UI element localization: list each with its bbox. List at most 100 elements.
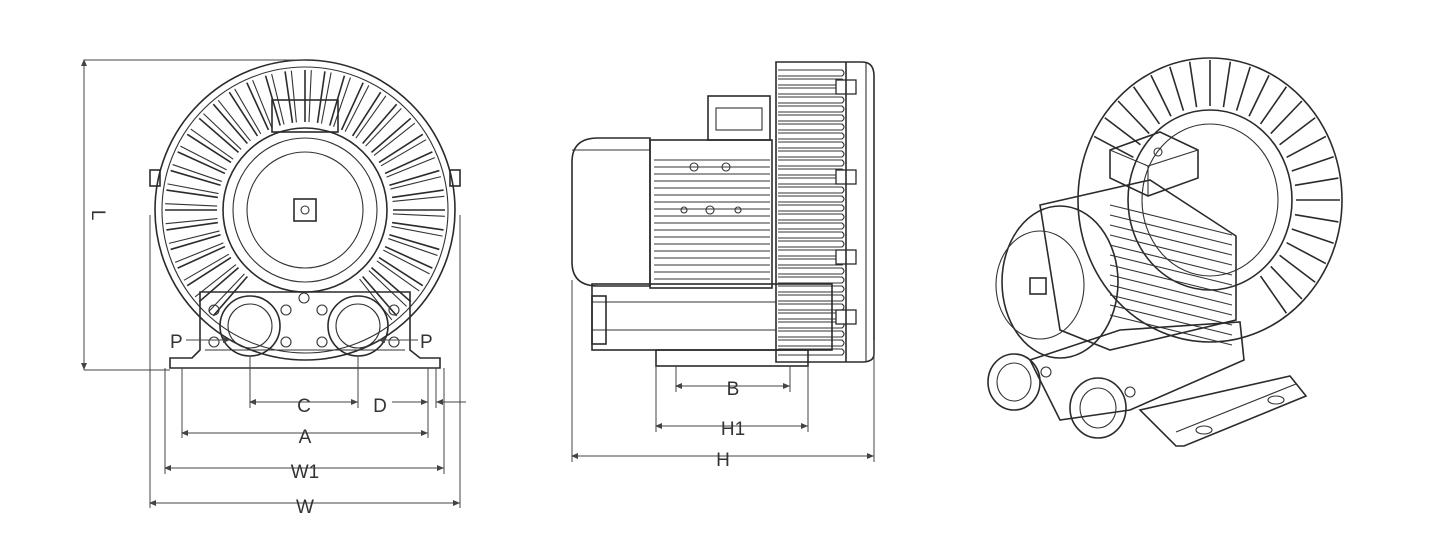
- front-fin-edge: [234, 88, 262, 135]
- side-fin: [778, 177, 845, 185]
- iso-rib: [1109, 304, 1233, 336]
- front-fin-edge: [308, 70, 312, 123]
- side-fin: [778, 159, 845, 167]
- iso-fin: [1150, 74, 1172, 117]
- front-fin-edge: [392, 213, 445, 217]
- side-fin: [778, 186, 845, 194]
- front-fin: [246, 82, 270, 131]
- iso-fin: [1291, 155, 1334, 172]
- side-fin: [778, 231, 845, 239]
- iso-rib: [1109, 274, 1233, 306]
- front-fin: [170, 169, 221, 186]
- label-W: W: [296, 497, 314, 518]
- label-B: B: [727, 379, 740, 400]
- side-fin: [778, 312, 845, 320]
- front-fin: [212, 275, 248, 317]
- label-A: A: [299, 427, 312, 448]
- side-fin: [778, 276, 845, 284]
- front-fin-edge: [172, 164, 222, 182]
- front-fin: [228, 91, 259, 137]
- front-fin: [177, 245, 226, 269]
- front-fin: [212, 103, 248, 145]
- side-fin: [778, 123, 845, 131]
- iso-rib: [1109, 234, 1233, 266]
- front-fin: [378, 133, 424, 164]
- iso-rib: [1109, 204, 1233, 236]
- front-fin-edge: [368, 270, 407, 307]
- iso-fin: [1259, 275, 1288, 314]
- front-fin: [351, 91, 382, 137]
- iso-fin: [1093, 135, 1134, 159]
- side-fin: [778, 348, 845, 356]
- iso-fin: [1270, 100, 1303, 135]
- side-fin: [778, 105, 845, 113]
- side-fin: [778, 204, 845, 212]
- iso-rib: [1109, 244, 1233, 276]
- front-fin-edge: [386, 157, 436, 178]
- front-fin-edge: [388, 238, 438, 256]
- iso-fin: [1117, 100, 1150, 135]
- iso-rib: [1109, 314, 1233, 346]
- front-fin-edge: [165, 203, 218, 207]
- front-fin: [384, 151, 433, 175]
- front-fin-edge: [217, 99, 251, 142]
- side-fin: [778, 168, 845, 176]
- iso-fin: [1222, 61, 1232, 108]
- side-fin: [778, 195, 845, 203]
- front-fin: [284, 71, 294, 124]
- side-fin: [778, 96, 845, 104]
- front-fin-edge: [167, 183, 219, 195]
- iso-fin: [1286, 241, 1327, 265]
- front-fin: [391, 221, 444, 231]
- label-D: D: [373, 396, 387, 417]
- front-fin-edge: [203, 113, 242, 150]
- label-P-right: P: [420, 332, 433, 353]
- front-fin-edge: [183, 253, 230, 281]
- front-fin: [316, 71, 326, 124]
- front-fin: [166, 189, 219, 199]
- front-fin: [198, 117, 240, 153]
- side-fin: [778, 321, 845, 329]
- iso-fin: [1270, 265, 1303, 300]
- iso-rib: [1109, 254, 1233, 286]
- iso-fin: [1291, 228, 1334, 245]
- iso-fin: [1294, 177, 1339, 187]
- front-fin: [170, 234, 221, 251]
- front-fin-edge: [190, 128, 234, 160]
- label-P-left: P: [170, 332, 183, 353]
- motor-ribs: [654, 159, 770, 280]
- iso-fin: [1279, 254, 1316, 283]
- side-fin: [778, 285, 845, 293]
- front-fin: [198, 267, 240, 303]
- side-fin: [778, 303, 845, 311]
- front-fin-edge: [168, 230, 220, 244]
- iso-rib: [1109, 294, 1233, 326]
- front-fin: [186, 256, 232, 287]
- front-fin-edge: [383, 249, 430, 275]
- front-fin: [389, 234, 440, 251]
- iso-fin: [1259, 86, 1288, 125]
- isometric-view: [987, 57, 1343, 447]
- front-view: L P P C D A W1 W: [81, 59, 466, 518]
- front-fin-edge: [165, 218, 218, 225]
- iso-fin: [1248, 74, 1270, 117]
- side-fin: [778, 87, 845, 95]
- front-fin: [378, 256, 424, 287]
- front-fin: [362, 103, 398, 145]
- front-fin: [391, 189, 444, 199]
- iso-fins: [1093, 60, 1340, 314]
- front-fin: [340, 82, 364, 131]
- iso-fin: [1235, 66, 1251, 111]
- side-fin: [778, 222, 845, 230]
- side-fin: [778, 267, 845, 275]
- front-fin-edge: [380, 139, 427, 167]
- side-fin: [778, 240, 845, 248]
- front-fin-edge: [180, 145, 227, 171]
- front-fin: [370, 117, 412, 153]
- front-fin-edge: [359, 278, 393, 321]
- side-fin: [778, 141, 845, 149]
- iso-rib: [1109, 264, 1233, 296]
- iso-rib: [1109, 284, 1233, 316]
- front-fin-edge: [391, 225, 443, 237]
